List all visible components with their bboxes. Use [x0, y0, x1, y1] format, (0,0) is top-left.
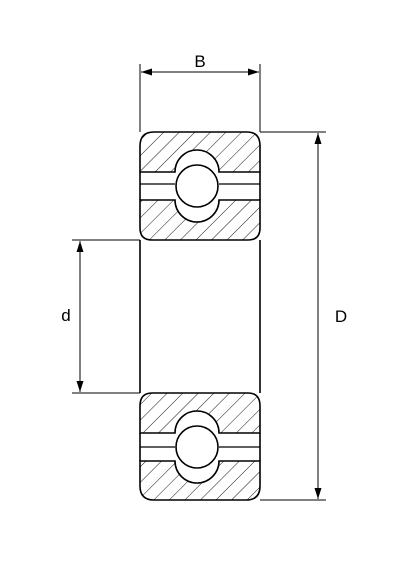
bottom-section: [139, 392, 261, 501]
dimension-d-outer-label: D: [335, 307, 347, 326]
dimension-b: B: [139, 52, 261, 132]
top-inner-ring: [139, 199, 261, 241]
bottom-ball: [175, 425, 219, 469]
dimension-d-bore: d: [61, 239, 140, 394]
dimension-d-outer: D: [260, 131, 347, 501]
bottom-outer-ring: [139, 460, 261, 501]
top-section: [139, 131, 261, 241]
dimension-b-label: B: [194, 52, 205, 71]
top-outer-ring: [139, 131, 261, 173]
top-ball: [175, 164, 219, 208]
bottom-inner-ring: [139, 392, 261, 434]
dimension-d-bore-label: d: [61, 306, 70, 325]
